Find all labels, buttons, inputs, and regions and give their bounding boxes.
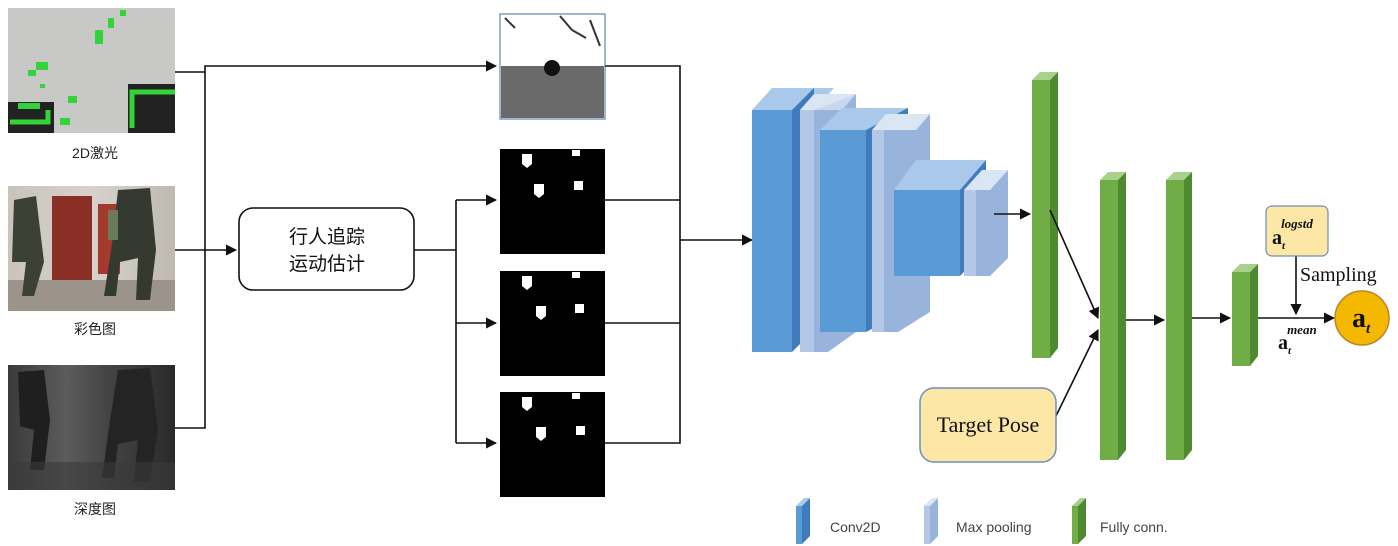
laser-label: 2D激光 (72, 145, 118, 161)
depth-image (8, 365, 175, 490)
sampling-label: Sampling (1300, 264, 1377, 286)
tracking-box-line2: 运动估计 (289, 253, 365, 275)
connectors-left (175, 60, 754, 449)
fc-layer-3 (1166, 172, 1192, 460)
pool-layer-3 (964, 170, 1008, 276)
logstd-box: atlogstd (1265, 205, 1329, 257)
pedestrian-map-2 (500, 271, 605, 376)
local-map-image (499, 13, 606, 120)
laser-image (8, 8, 175, 133)
fc-layer-4 (1232, 264, 1258, 366)
action-output: at (1334, 290, 1390, 346)
tracking-box: 行人追踪 运动估计 (238, 207, 415, 291)
pedestrian-map-3 (500, 392, 605, 497)
depth-label: 深度图 (74, 501, 116, 517)
legend-conv-swatch (796, 498, 810, 544)
fc-layer-1 (1032, 72, 1058, 358)
connectors-right (994, 208, 1336, 417)
rgb-label: 彩色图 (74, 321, 116, 337)
legend: Conv2D Max pooling Fully conn. (796, 498, 1168, 544)
target-pose-box: Target Pose (919, 387, 1057, 463)
legend-fc-label: Fully conn. (1100, 519, 1168, 535)
logstd-symbol: atlogstd (1272, 216, 1313, 252)
legend-conv-label: Conv2D (830, 519, 881, 535)
action-symbol: at (1352, 303, 1371, 337)
fc-layer-2 (1100, 172, 1126, 460)
mean-symbol: atmean (1278, 322, 1317, 357)
rgb-image (8, 186, 175, 311)
pedestrian-map-1 (500, 149, 605, 254)
legend-pool-swatch (924, 498, 938, 544)
legend-fc-swatch (1072, 498, 1086, 544)
target-pose-label: Target Pose (937, 412, 1040, 437)
tracking-box-line1: 行人追踪 (289, 226, 365, 248)
legend-pool-label: Max pooling (956, 519, 1032, 535)
